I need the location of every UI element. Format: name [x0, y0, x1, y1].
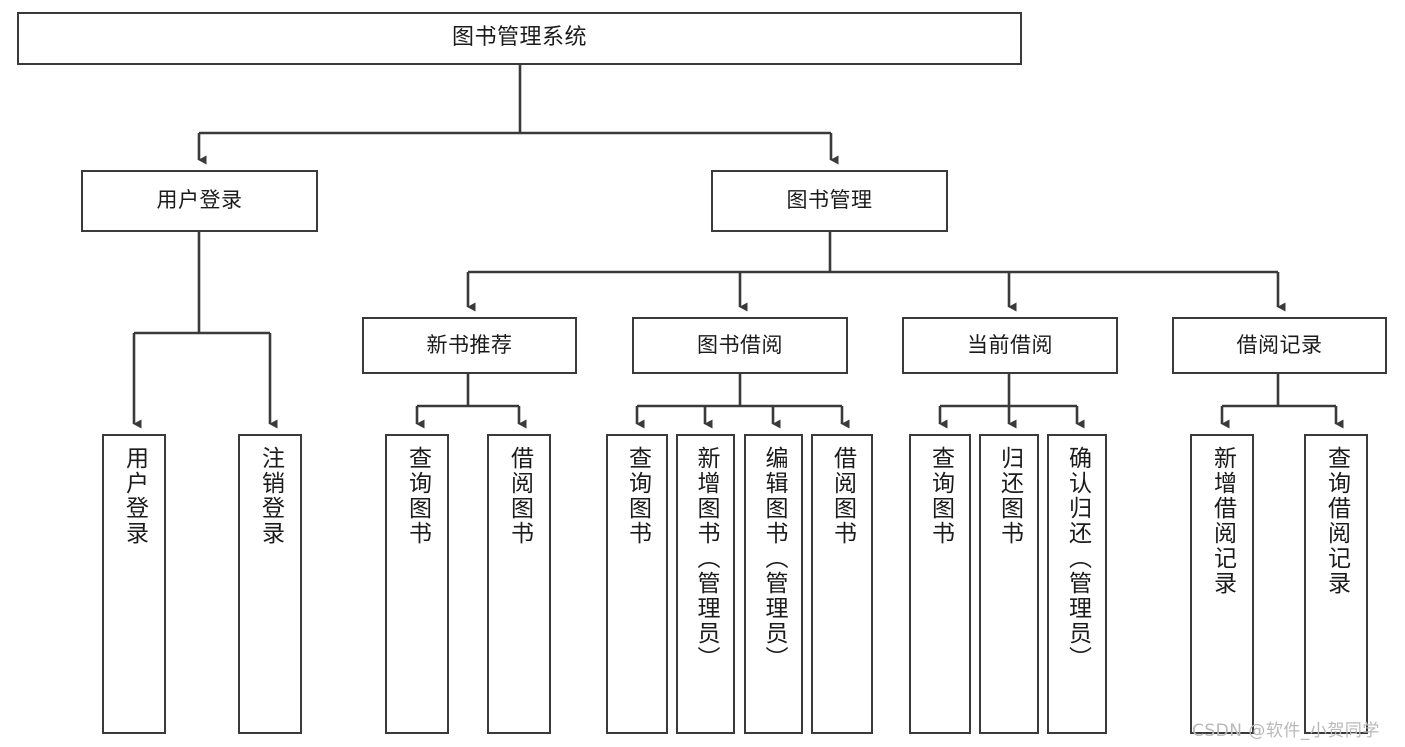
node-leaf-add-book[interactable]: 新增图书（管理员） — [676, 434, 735, 734]
node-book-borrow[interactable]: 图书借阅 — [632, 317, 848, 374]
node-leaf-borrow-book-2[interactable]: 借阅图书 — [811, 434, 873, 734]
node-leaf-return-book[interactable]: 归还图书 — [979, 434, 1039, 734]
node-current-borrow-label: 当前借阅 — [967, 332, 1053, 357]
node-leaf-edit-book-label: 编辑图书（管理员） — [761, 446, 787, 671]
node-leaf-query-record-label: 查询借阅记录 — [1323, 446, 1350, 596]
node-borrow-record-label: 借阅记录 — [1236, 332, 1323, 357]
node-book-borrow-label: 图书借阅 — [697, 332, 783, 357]
node-leaf-query-book-2[interactable]: 查询图书 — [606, 434, 668, 734]
node-leaf-logout-label: 注销登录 — [257, 446, 284, 546]
node-current-borrow[interactable]: 当前借阅 — [902, 317, 1118, 374]
node-leaf-query-book-3[interactable]: 查询图书 — [909, 434, 971, 734]
node-borrow-record[interactable]: 借阅记录 — [1172, 317, 1387, 374]
node-new-book-recommend-label: 新书推荐 — [426, 332, 513, 357]
node-leaf-confirm-return-label: 确认归还（管理员） — [1064, 446, 1091, 671]
node-leaf-add-record-label: 新增借阅记录 — [1209, 446, 1236, 596]
node-book-management-label: 图书管理 — [786, 188, 873, 213]
node-leaf-query-record[interactable]: 查询借阅记录 — [1304, 434, 1368, 734]
node-leaf-add-record[interactable]: 新增借阅记录 — [1190, 434, 1254, 734]
node-root-label: 图书管理系统 — [451, 25, 587, 51]
node-leaf-query-book-1[interactable]: 查询图书 — [385, 434, 449, 734]
node-leaf-confirm-return[interactable]: 确认归还（管理员） — [1047, 434, 1107, 734]
node-root-book-management-system[interactable]: 图书管理系统 — [17, 12, 1022, 65]
node-leaf-query-book-2-label: 查询图书 — [624, 446, 651, 546]
node-book-management[interactable]: 图书管理 — [711, 170, 948, 232]
node-leaf-return-book-label: 归还图书 — [996, 446, 1023, 546]
node-leaf-logout[interactable]: 注销登录 — [238, 434, 302, 734]
node-new-book-recommend[interactable]: 新书推荐 — [362, 317, 577, 374]
node-leaf-borrow-book-1-label: 借阅图书 — [506, 446, 533, 546]
node-user-login-label: 用户登录 — [156, 188, 243, 213]
node-leaf-borrow-book-1[interactable]: 借阅图书 — [487, 434, 551, 734]
node-leaf-add-book-label: 新增图书（管理员） — [693, 446, 719, 671]
node-leaf-user-login-label: 用户登录 — [121, 446, 148, 546]
node-leaf-query-book-1-label: 查询图书 — [404, 446, 431, 546]
node-leaf-user-login[interactable]: 用户登录 — [102, 434, 166, 734]
node-leaf-query-book-3-label: 查询图书 — [927, 446, 954, 546]
node-leaf-edit-book[interactable]: 编辑图书（管理员） — [744, 434, 803, 734]
node-user-login[interactable]: 用户登录 — [81, 170, 318, 232]
node-leaf-borrow-book-2-label: 借阅图书 — [829, 446, 856, 546]
